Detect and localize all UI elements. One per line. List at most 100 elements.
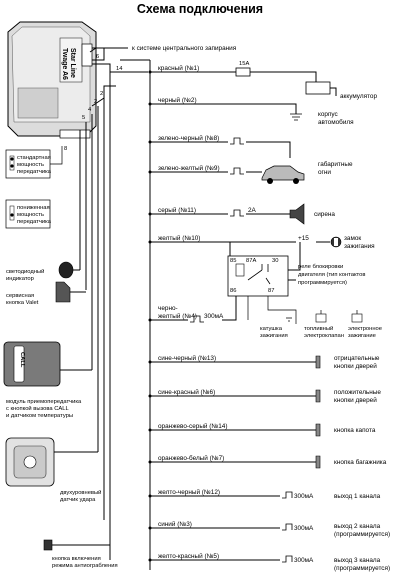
unit-brand-line2: Twage A6 xyxy=(61,48,68,80)
pulse-icon xyxy=(230,167,244,175)
wire-row-black-yellow: черно- желтый (№4) 300мА катушка зажиган… xyxy=(150,296,382,339)
power-low-1: пониженная xyxy=(17,205,50,211)
coil-ground-icon xyxy=(286,317,292,322)
wire-row-yellow-black: желто-черный (№12) 300мА выход 1 канала xyxy=(150,488,381,500)
neg-doors-label-2: кнопки дверей xyxy=(334,362,377,370)
wire-row-black: черный (№2) корпус автомобиля xyxy=(150,96,354,126)
siren-current-label: 2A xyxy=(248,207,257,214)
transceiver-module: CALL модуль приемопередатчика с кнопкой … xyxy=(3,341,92,419)
hood-label: кнопка капота xyxy=(334,427,376,434)
pin-8-label: 8 xyxy=(64,146,67,152)
valet-button: сервисная кнопка Valet xyxy=(6,281,86,306)
shock-label-1: двухуровневый xyxy=(60,489,101,496)
wire-row-red: красный (№1) 15A аккумулятор xyxy=(150,61,377,100)
pin-4-label: 4 xyxy=(88,107,92,113)
pin-6-label: 6 xyxy=(96,54,99,60)
coil-label-2: зажигания xyxy=(260,333,288,339)
antiheist-label-1: кнопка включения xyxy=(52,556,101,562)
ignition-lock-icon xyxy=(330,236,342,248)
pulse-icon xyxy=(190,315,204,323)
power-standard-1: стандартная xyxy=(17,155,51,161)
electronic-ignition-icon xyxy=(351,313,363,323)
wire-row-orange-white: оранжево-белый (№7) кнопка багажника xyxy=(150,454,387,469)
coil-label-1: катушка xyxy=(260,326,283,332)
led-icon xyxy=(58,261,74,279)
transceiver-label-3: и датчиком температуры xyxy=(6,413,73,419)
door-switch-icon xyxy=(313,355,321,369)
wire-label-black-yellow-1: черно- xyxy=(158,305,178,312)
fuse-label: 15A xyxy=(239,61,249,67)
elec-ign-label-2: зажигание xyxy=(348,333,376,339)
wire-label-yellow-red: желто-красный (№5) xyxy=(158,552,219,560)
power-standard-3: передатчика xyxy=(17,169,52,175)
valet-button-icon xyxy=(55,281,71,303)
ign-plus-label: +15 xyxy=(298,235,309,242)
pulse-icon xyxy=(282,491,293,499)
wire-row-orange-grey: оранжево-серый (№14) кнопка капота xyxy=(150,422,376,437)
led-indicator: светодиодный индикатор xyxy=(6,261,80,282)
out3-label-2: (программируется) xyxy=(334,565,390,572)
wire-label-black-yellow-2: желтый (№4) xyxy=(158,312,197,320)
battery-icon xyxy=(305,81,331,95)
fuel-valve-icon xyxy=(315,313,327,323)
door-switch-icon xyxy=(315,389,321,403)
connector-bottom xyxy=(59,129,91,139)
wire-row-green-black: зелено-черный (№8) xyxy=(150,134,291,158)
wire-label-blue-red: сине-красный (№6) xyxy=(158,388,215,396)
antiheist-button: кнопка включения режима антиограбления xyxy=(43,539,118,569)
junction-dots xyxy=(148,70,152,562)
wire-label-orange-grey: оранжево-серый (№14) xyxy=(158,422,228,430)
pos-doors-label-2: кнопки дверей xyxy=(334,396,377,404)
relay-text-2: двигателя (тип контактов xyxy=(298,272,365,278)
blocking-relay: 85 87A 30 86 87 реле блокировки двигател… xyxy=(227,242,365,320)
fuel-valve-label-1: топливный xyxy=(304,325,333,332)
parking-label-2: огни xyxy=(318,169,331,176)
trunk-label: кнопка багажника xyxy=(334,458,387,466)
power-selector: стандартная мощность передатчика понижен… xyxy=(5,146,63,229)
current-300-label-b: 300мА xyxy=(294,493,314,500)
pin-5-label: 5 xyxy=(82,115,85,121)
pulse-icon xyxy=(282,555,293,563)
ign-lock-label-2: зажигания xyxy=(344,243,375,250)
antiheist-button-icon xyxy=(43,539,53,551)
wire-row-blue-red: сине-красный (№6) положительные кнопки д… xyxy=(150,388,381,404)
pulse-icon xyxy=(230,209,244,217)
relay-pin-87: 87 xyxy=(268,288,274,294)
wire-label-black: черный (№2) xyxy=(158,96,197,104)
hood-switch-icon xyxy=(315,423,321,437)
ground-icon xyxy=(290,113,302,121)
valet-label-2: кнопка Valet xyxy=(6,300,39,306)
wire-row-yellow-red: желто-красный (№5) 300мА выход 3 канала … xyxy=(150,552,390,572)
relay-pin-85: 85 xyxy=(230,258,236,264)
battery-label: аккумулятор xyxy=(340,93,377,100)
power-standard-2: мощность xyxy=(17,162,44,168)
unit-brand-line1: Star Line xyxy=(69,48,76,78)
siren-label: сирена xyxy=(314,211,335,218)
diagram-title: Схема подключения xyxy=(137,2,263,16)
ground-label-1: корпус xyxy=(318,111,339,118)
pos-doors-label-1: положительные xyxy=(334,389,381,396)
wire-row-grey: серый (№11) 2A сирена xyxy=(150,203,335,225)
wire-label-blue-black: сине-черный (№13) xyxy=(158,354,216,362)
parking-label-1: габаритные xyxy=(318,160,353,168)
neg-doors-label-1: отрицательные xyxy=(334,355,380,362)
wire-label-grey: серый (№11) xyxy=(158,206,196,214)
pulse-icon xyxy=(282,523,293,531)
siren-icon xyxy=(289,203,305,225)
wire-label-green-black: зелено-черный (№8) xyxy=(158,134,219,142)
shock-label-2: датчик удара xyxy=(60,497,96,503)
ign-lock-label-1: замок xyxy=(344,235,361,242)
pin-2a-label: 2 xyxy=(100,91,103,97)
transceiver-label-2: с кнопкой вызова CALL xyxy=(6,405,69,412)
call-button-label: CALL xyxy=(19,352,25,368)
wire-row-yellow: желтый (№10) +15 замок зажигания xyxy=(150,234,375,256)
out3-label-1: выход 3 канала xyxy=(334,557,381,564)
wire-label-blue: синий (№3) xyxy=(158,520,192,528)
current-300-label-a: 300мА xyxy=(204,313,224,320)
shock-sensor: двухуровневый датчик удара xyxy=(5,437,101,503)
relay-pin-87a: 87A xyxy=(246,258,256,264)
pin-2b-label: 2 xyxy=(94,99,97,105)
alarm-unit: Star Line Twage A6 xyxy=(7,21,97,139)
